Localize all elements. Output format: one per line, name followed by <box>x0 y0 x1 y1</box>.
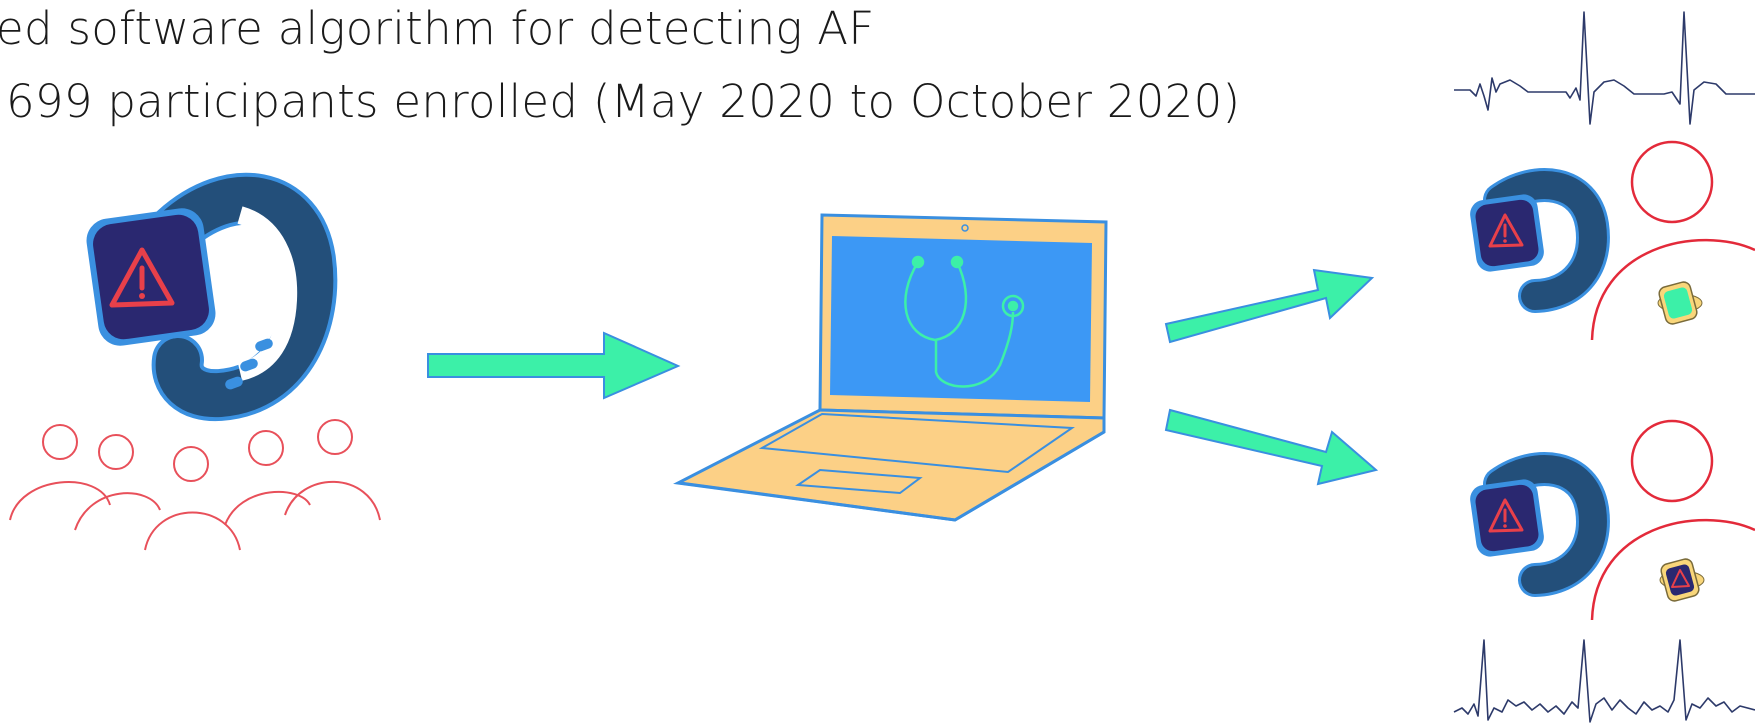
ecg-normal-icon <box>1454 11 1755 125</box>
ecg-irregular-icon <box>1453 639 1755 723</box>
laptop-stethoscope-icon <box>673 213 1108 522</box>
arrow-right-icon <box>427 331 681 400</box>
patient-normal-icon <box>1470 140 1755 341</box>
title-line-2: 699 participants enrolled (May 2020 to O… <box>6 75 1241 128</box>
title-line-1: ed software algorithm for detecting AF <box>0 2 875 55</box>
arrow-upper-icon <box>1164 268 1375 344</box>
stethoscope-icon <box>904 255 1025 388</box>
watch-alert-icon <box>86 172 338 422</box>
patient-alert-icon <box>1470 419 1755 621</box>
arrow-lower-icon <box>1164 408 1379 486</box>
people-group-icon <box>9 419 381 551</box>
